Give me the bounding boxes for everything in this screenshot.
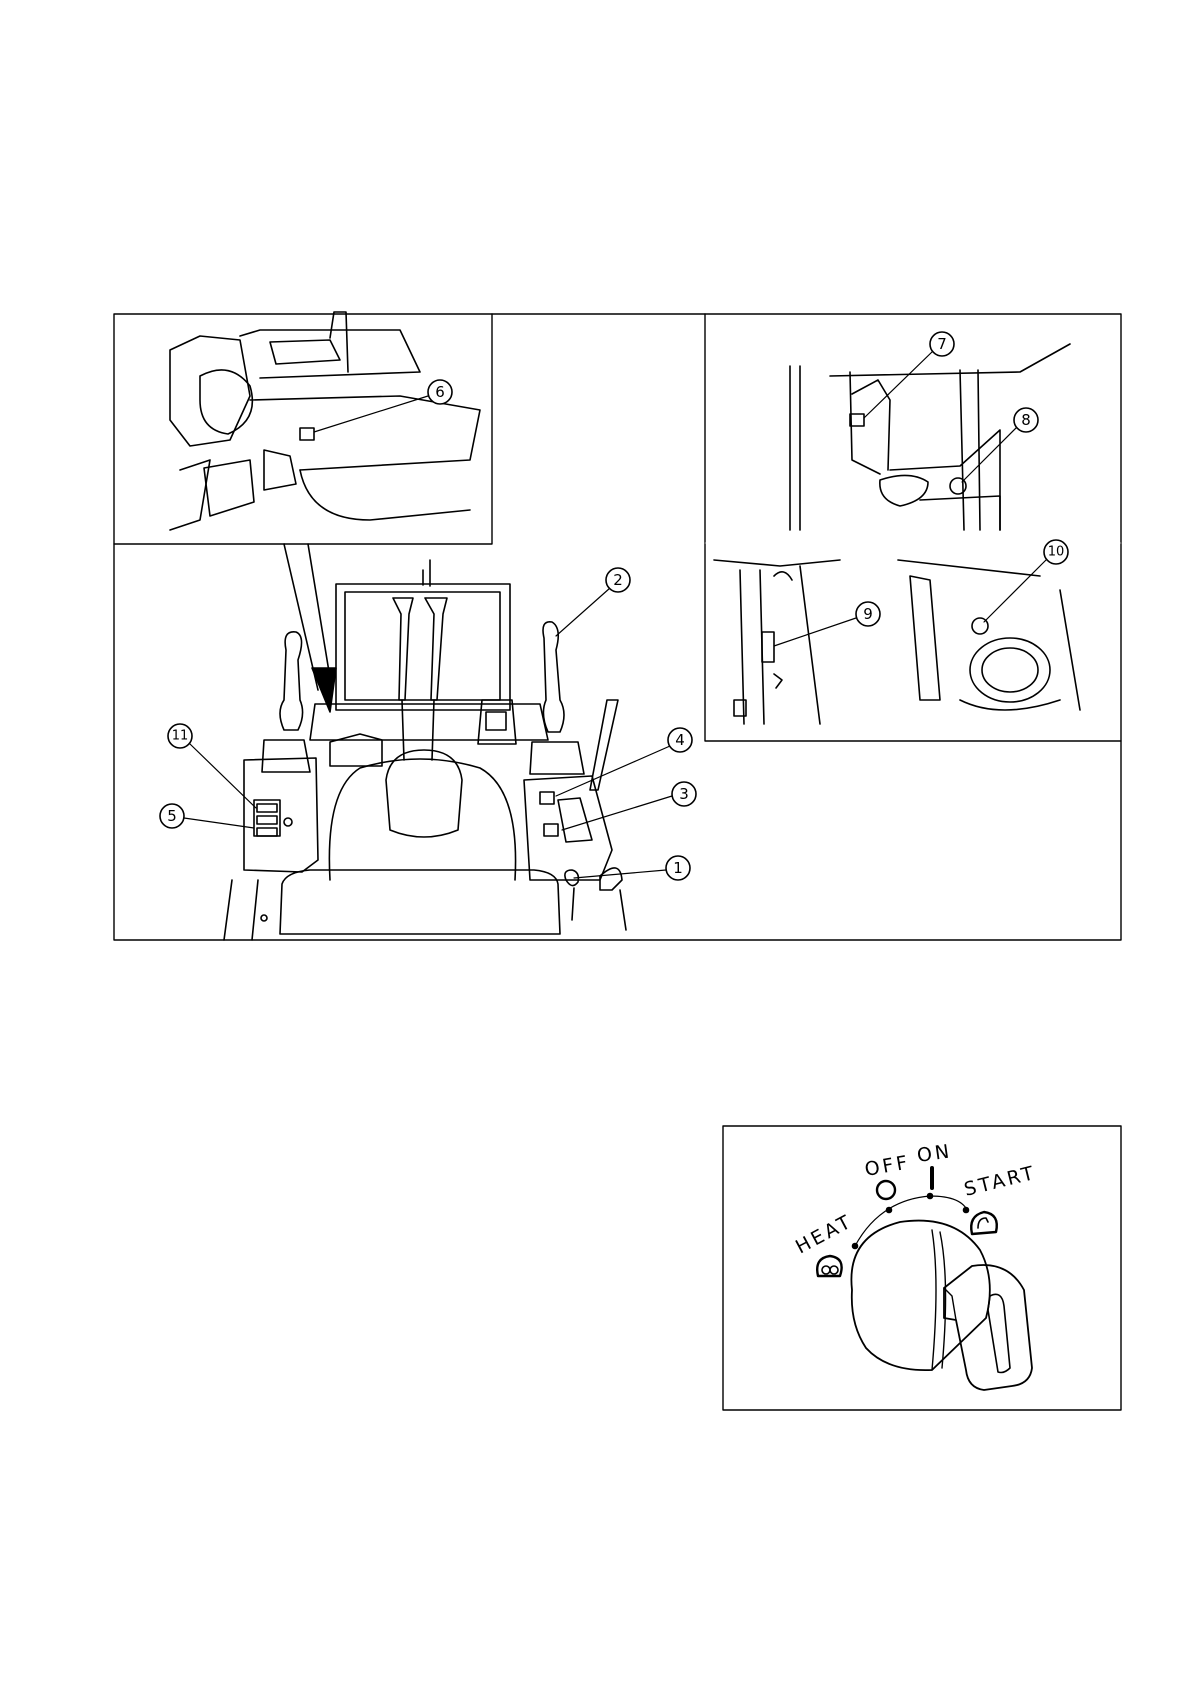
part-7 <box>850 414 864 426</box>
inset-divider-left <box>114 314 492 544</box>
joystick-left <box>280 632 303 730</box>
callout-3: 3 <box>672 782 696 806</box>
callout-2: 2 <box>606 568 630 592</box>
armrest-slot <box>558 798 592 842</box>
lock-lever-right <box>425 598 447 700</box>
off-symbol-icon <box>877 1181 895 1199</box>
key-switch-figure: HEAT OFF ON START <box>723 1126 1121 1410</box>
callout-8: 8 <box>1014 408 1038 432</box>
seat-back <box>329 759 515 880</box>
callout-10-label: 10 <box>1048 545 1065 560</box>
callout-1: 1 <box>666 856 690 880</box>
position-heat-label: HEAT <box>792 1210 857 1258</box>
glow-plug-heat-icon <box>817 1256 841 1276</box>
inset-top-right <box>790 344 1070 530</box>
callout-1-label: 1 <box>673 859 683 877</box>
callout-5: 5 <box>160 804 184 828</box>
rear-window-inner <box>345 592 500 700</box>
callout-9-label: 9 <box>863 605 873 623</box>
throttle-lever <box>590 700 618 790</box>
operator-station-figure: 1 2 3 4 5 6 7 8 <box>114 312 1121 940</box>
callout-3-label: 3 <box>679 785 689 803</box>
headrest <box>386 750 462 837</box>
position-off-label: OFF <box>863 1151 912 1181</box>
switch-4 <box>540 792 554 804</box>
rear-window <box>336 584 510 710</box>
joystick-right <box>543 622 564 732</box>
position-on-label: ON <box>916 1140 954 1167</box>
callout-2-label: 2 <box>613 571 623 589</box>
callout-6-label: 6 <box>435 383 445 401</box>
seat-cushion <box>280 870 560 934</box>
part-6 <box>300 428 314 440</box>
switch-3 <box>544 824 558 836</box>
callout-7: 7 <box>930 332 954 356</box>
inset-divider-right <box>705 314 1121 741</box>
callout-5-label: 5 <box>167 807 177 825</box>
switch-panel-left <box>254 800 280 836</box>
callout-11: 11 <box>168 724 192 748</box>
callout-4-label: 4 <box>675 731 685 749</box>
lock-lever-left <box>393 598 413 700</box>
callout-9: 9 <box>856 602 880 626</box>
left-console <box>244 758 318 872</box>
figure-frame-top <box>114 314 1121 940</box>
inset-bottom-left <box>714 560 840 724</box>
inset-top-left <box>170 312 480 530</box>
switch-knob-body <box>851 1221 989 1371</box>
position-start-label: START <box>962 1162 1039 1201</box>
part-9 <box>762 632 774 662</box>
key-icon <box>944 1265 1032 1390</box>
callout-4: 4 <box>668 728 692 752</box>
figure-frame-bottom <box>723 1126 1121 1410</box>
callout-6: 6 <box>428 380 452 404</box>
main-seat-view <box>224 544 626 940</box>
callout-10: 10 <box>1044 540 1068 564</box>
callout-8-label: 8 <box>1021 411 1031 429</box>
start-engine-icon <box>971 1212 997 1234</box>
callout-7-label: 7 <box>937 335 947 353</box>
callout-11-label: 11 <box>172 729 189 744</box>
inset-bottom-right <box>898 560 1080 710</box>
